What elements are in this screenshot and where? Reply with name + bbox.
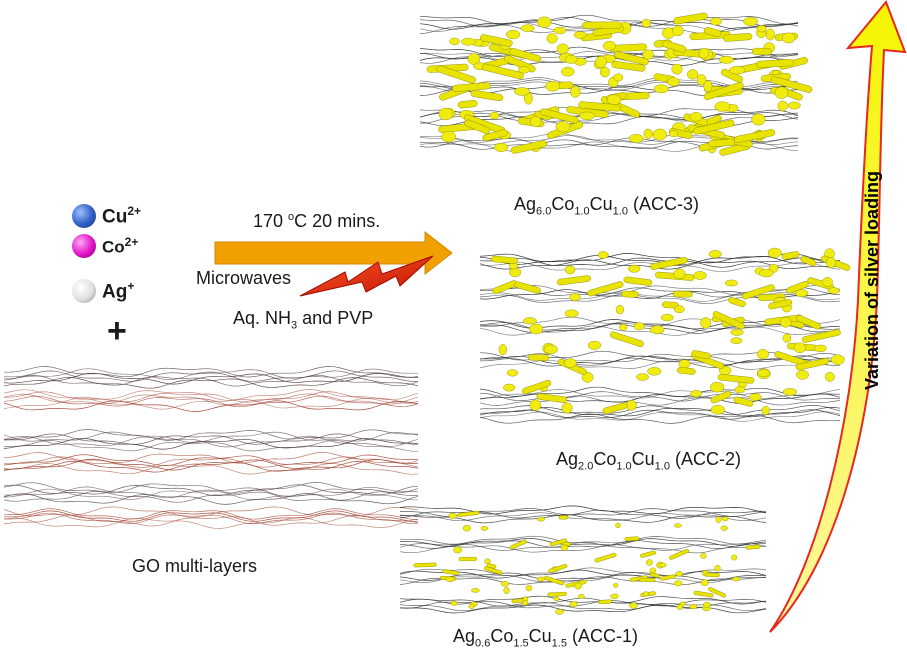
go-multilayers-label: GO multi-layers bbox=[132, 556, 258, 576]
go-sheet bbox=[3, 452, 419, 475]
cu-ion-sphere-icon bbox=[72, 204, 96, 229]
go-sheet bbox=[3, 482, 419, 505]
reaction-arrow bbox=[214, 230, 453, 276]
ion-ag: Ag+ bbox=[72, 279, 135, 304]
acc3-stack bbox=[419, 12, 813, 156]
acc1-label: Ag0.6Co1.5Cu1.5 (ACC-1) bbox=[453, 626, 638, 650]
lightning-bolt-icon bbox=[299, 255, 434, 297]
cu-symbol: Cu bbox=[102, 206, 128, 228]
ag-ion-sphere-icon bbox=[72, 279, 96, 304]
silver-particles bbox=[491, 247, 851, 416]
acc3-label: Ag6.0Co1.0Cu1.0 (ACC-3) bbox=[514, 194, 699, 218]
microwaves-label: Microwaves bbox=[196, 268, 292, 288]
plus-sign: + bbox=[107, 312, 127, 350]
co-ion-sphere-icon bbox=[72, 234, 96, 258]
co-charge: 2+ bbox=[124, 234, 139, 249]
co-symbol: Co bbox=[102, 237, 125, 257]
cu-charge: 2+ bbox=[127, 204, 142, 218]
acc2-stack bbox=[479, 247, 851, 424]
reaction-temperature-time: 170 oC 20 mins. bbox=[253, 211, 381, 231]
acc1-stack bbox=[399, 505, 767, 615]
ag-charge: + bbox=[127, 279, 135, 293]
ag-symbol: Ag bbox=[102, 281, 128, 303]
graphene-sheet bbox=[399, 535, 767, 554]
acc2-label: Ag2.0Co1.0Cu1.0 (ACC-2) bbox=[556, 449, 741, 473]
ion-co: Co2+ bbox=[72, 234, 138, 258]
variation-arrow bbox=[769, 0, 907, 633]
go-sheet bbox=[3, 506, 419, 529]
silver-particles bbox=[413, 510, 761, 615]
variation-label: Variation of silver loading bbox=[862, 171, 882, 390]
go-multilayer-stack bbox=[3, 366, 419, 529]
reagents-label: Aq. NH3 and PVP bbox=[233, 308, 374, 332]
go-sheet bbox=[3, 366, 419, 389]
go-sheet bbox=[3, 429, 419, 452]
ion-cu: Cu2+ bbox=[72, 204, 142, 229]
silver-particles bbox=[426, 12, 813, 156]
go-sheet bbox=[3, 389, 419, 412]
